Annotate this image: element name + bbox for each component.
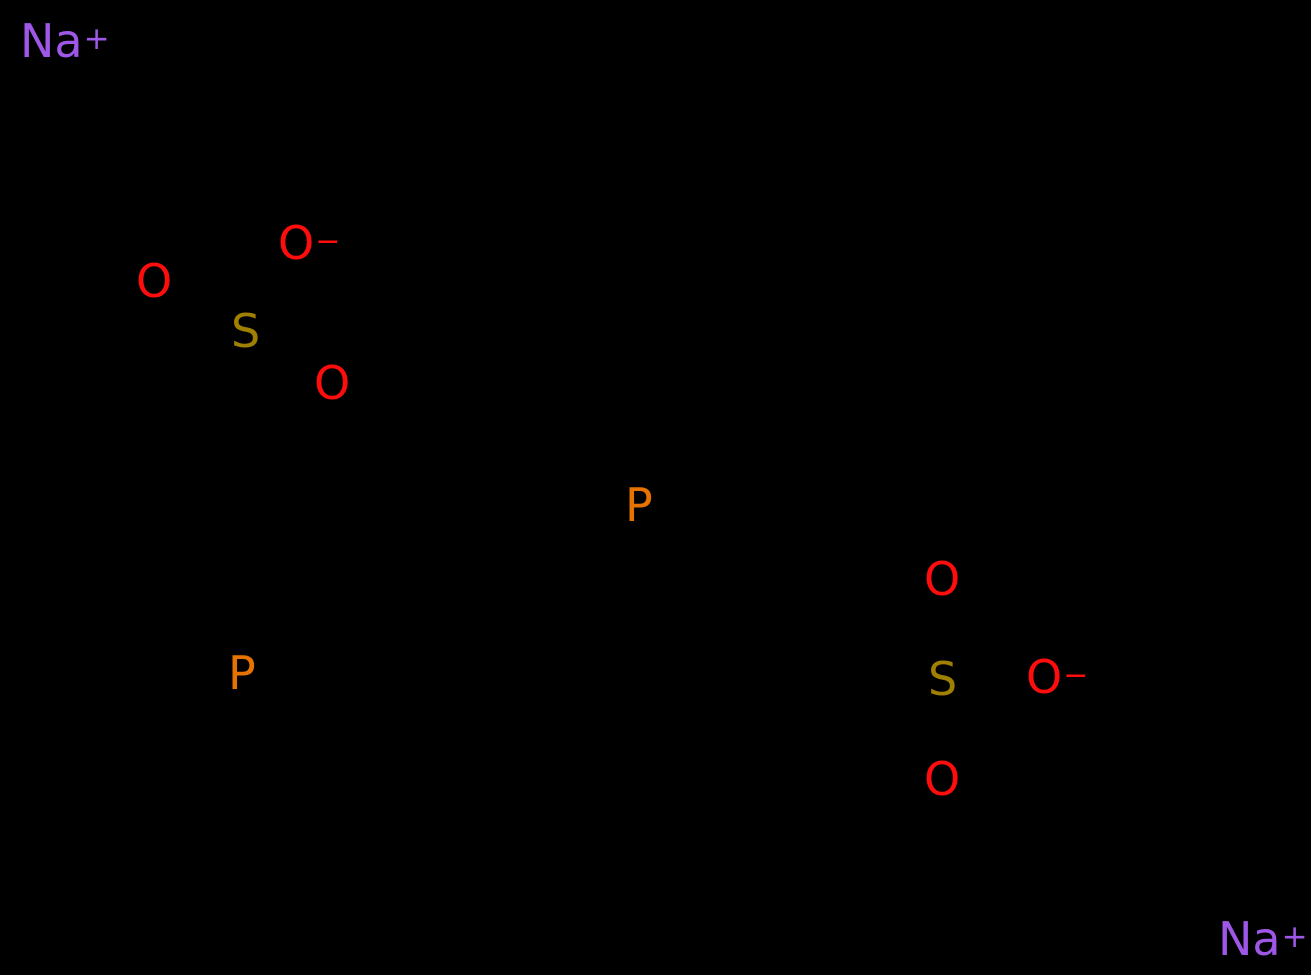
bond [415, 465, 423, 571]
bond [653, 445, 755, 493]
atom-label-s: S [928, 656, 957, 702]
atom-symbol: P [228, 646, 256, 700]
bond [959, 673, 1023, 683]
atom-symbol: O [924, 752, 961, 806]
bond [241, 611, 333, 647]
bond [233, 353, 251, 451]
atom-label-s: S [231, 308, 260, 354]
atom-label-na: Na+ [1218, 916, 1308, 962]
atom-symbol: Na [20, 14, 83, 68]
bond [509, 421, 613, 503]
bond [665, 371, 709, 465]
bond [325, 561, 423, 621]
atom-charge: + [83, 20, 110, 57]
atom-label-p: P [625, 482, 653, 528]
atom-symbol: S [928, 652, 958, 706]
atom-label-o: O [924, 556, 960, 602]
bond [328, 405, 426, 475]
bond [643, 290, 713, 380]
atom-charge: + [1281, 918, 1308, 955]
bond [643, 377, 663, 481]
atom-symbol: P [625, 478, 653, 532]
atom-label-o: O [924, 756, 960, 802]
atom-symbol: S [231, 304, 261, 358]
atom-charge: − [1063, 657, 1089, 693]
atom-charge: − [315, 223, 341, 259]
atom-symbol: O [1026, 650, 1063, 704]
bond [505, 325, 567, 429]
atom-label-p: P [228, 650, 256, 696]
atom-label-o: O− [1026, 654, 1089, 700]
bond [157, 689, 231, 763]
bond [417, 421, 515, 471]
bond [557, 293, 653, 333]
atom-symbol: O [924, 552, 961, 606]
bond [233, 549, 247, 647]
bond [739, 579, 843, 635]
atom-symbol: O [278, 216, 315, 270]
atom-label-o: O− [278, 220, 341, 266]
bond [835, 625, 923, 683]
bond [233, 409, 337, 451]
bond [229, 445, 243, 555]
bond [267, 689, 303, 783]
atom-label-na: Na+ [20, 18, 110, 64]
bond [257, 341, 323, 379]
atom-symbol: O [136, 254, 173, 308]
atom-label-o: O [314, 360, 350, 406]
atom-symbol: O [314, 356, 351, 410]
atom-symbol: Na [1218, 912, 1281, 966]
atom-label-o: O [136, 258, 172, 304]
bond [661, 525, 747, 589]
bond [171, 291, 243, 337]
